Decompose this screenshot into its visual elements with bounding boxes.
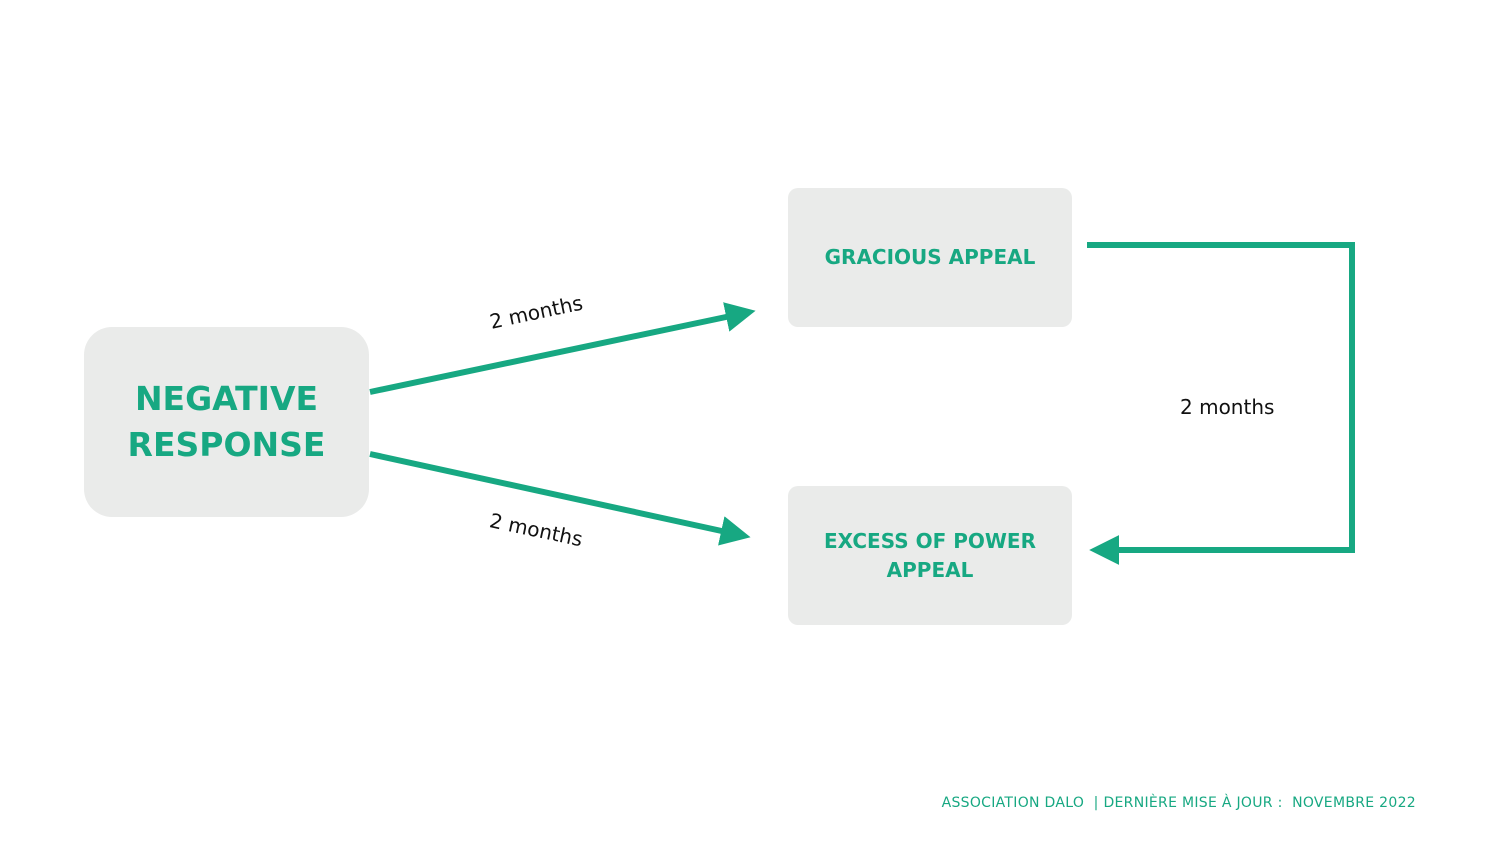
arrow-gracious-to-excess <box>1087 242 1355 565</box>
edge-label-gracious-to-excess: 2 months <box>1180 395 1275 419</box>
negative-response-label: NEGATIVE RESPONSE <box>127 379 326 464</box>
arrow-negative-to-excess <box>369 451 751 546</box>
footer-credit: ASSOCIATION DALO | DERNIÈRE MISE À JOUR … <box>941 795 1416 811</box>
negative-response-node: NEGATIVE RESPONSE <box>84 327 369 517</box>
arrow-negative-to-gracious <box>369 302 756 395</box>
gracious-appeal-label: GRACIOUS APPEAL <box>824 245 1036 269</box>
gracious-appeal-node: GRACIOUS APPEAL <box>788 188 1072 327</box>
excess-of-power-appeal-node: EXCESS OF POWER APPEAL <box>788 486 1072 625</box>
excess-of-power-appeal-label: EXCESS OF POWER APPEAL <box>824 528 1036 582</box>
